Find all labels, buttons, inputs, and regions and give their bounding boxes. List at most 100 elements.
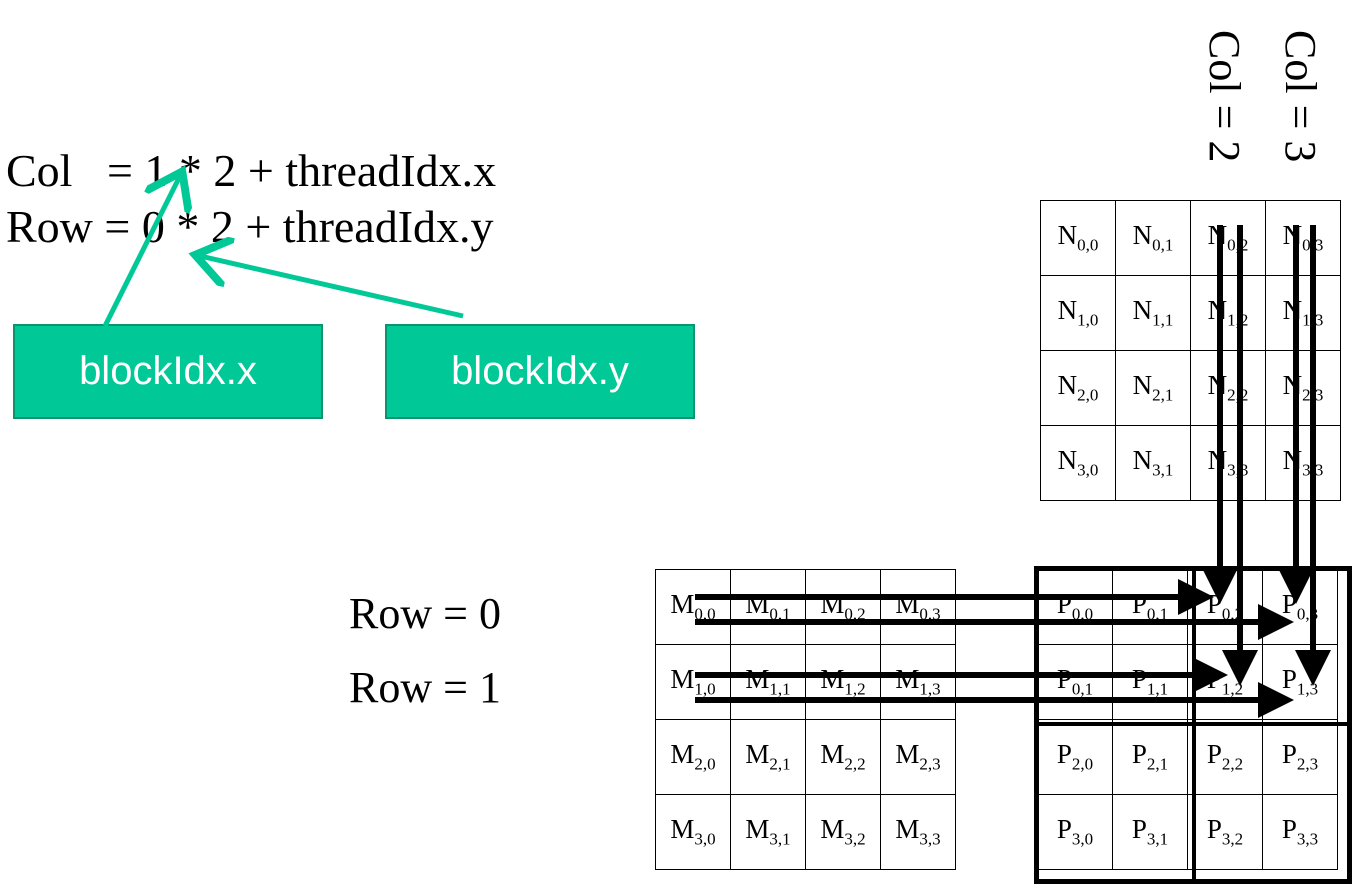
matrix-letter: M (670, 814, 695, 845)
matrix-n-cell: N2,2 (1190, 350, 1266, 426)
matrix-letter: N (1207, 445, 1228, 476)
matrix-letter: M (895, 739, 920, 770)
matrix-letter: N (1282, 220, 1303, 251)
matrix-m-cell: M0,0 (655, 569, 731, 645)
matrix-m-cell: M0,3 (880, 569, 956, 645)
matrix-p-cell: P3,3 (1262, 794, 1338, 870)
matrix-n-cell: N3,3 (1190, 425, 1266, 501)
matrix-letter: M (820, 814, 845, 845)
matrix-letter: N (1057, 370, 1078, 401)
matrix-index: 2,2 (844, 754, 866, 774)
matrix-letter: M (745, 589, 770, 620)
matrix-index: 2,3 (1302, 385, 1324, 405)
matrix-n-cell: N1,0 (1040, 275, 1116, 351)
matrix-index: 3,2 (1221, 829, 1244, 849)
matrix-index: 3,1 (769, 829, 791, 849)
matrix-index: 1,1 (1152, 310, 1174, 330)
matrix-n-cell: N3,3 (1265, 425, 1341, 501)
matrix-index: 2,2 (1221, 754, 1244, 774)
matrix-index: 0,3 (919, 604, 941, 624)
matrix-p-cell: P3,2 (1187, 794, 1263, 870)
matrix-index: 2,0 (1071, 754, 1094, 774)
matrix-index: 1,1 (769, 679, 791, 699)
matrix-index: 0,2 (844, 604, 866, 624)
matrix-letter: P (1131, 664, 1147, 695)
matrix-index: 3,3 (1302, 460, 1324, 480)
matrix-p-cell: P1,1 (1112, 644, 1188, 720)
matrix-letter: N (1057, 445, 1078, 476)
matrix-index: 2,1 (769, 754, 791, 774)
matrix-n-cell: N2,0 (1040, 350, 1116, 426)
matrix-p-cell: P3,1 (1112, 794, 1188, 870)
matrix-letter: M (820, 589, 845, 620)
matrix-m-cell: M2,0 (655, 719, 731, 795)
matrix-index: 0,2 (1221, 604, 1244, 624)
matrix-letter: P (1206, 739, 1222, 770)
matrix-letter: M (745, 814, 770, 845)
matrix-n-cell: N2,3 (1265, 350, 1341, 426)
matrix-n-cell: N0,3 (1265, 200, 1341, 276)
matrix-index: 3,0 (694, 829, 716, 849)
matrix-index: 3,0 (1077, 460, 1099, 480)
matrix-index: 2,1 (1152, 385, 1174, 405)
matrix-letter: N (1282, 445, 1303, 476)
matrix-index: 3,0 (1071, 829, 1094, 849)
matrix-index: 3,3 (1296, 829, 1319, 849)
matrix-letter: P (1206, 664, 1222, 695)
matrix-n-cell: N0,2 (1190, 200, 1266, 276)
matrix-letter: M (670, 589, 695, 620)
matrix-index: 1,0 (1077, 310, 1099, 330)
matrix-letter: N (1282, 295, 1303, 326)
matrix-index: 0,1 (1152, 235, 1174, 255)
matrix-index: 0,1 (1071, 679, 1094, 699)
matrix-letter: M (745, 739, 770, 770)
matrix-m-cell: M2,1 (730, 719, 806, 795)
matrix-index: 3,2 (844, 829, 866, 849)
matrix-p-cell: P0,3 (1262, 569, 1338, 645)
matrix-n-cell: N1,3 (1265, 275, 1341, 351)
matrix-letter: P (1056, 739, 1072, 770)
matrix-letter: M (820, 664, 845, 695)
matrix-index: 2,3 (919, 754, 941, 774)
matrix-p-cell: P0,0 (1037, 569, 1113, 645)
matrix-letter: N (1207, 220, 1228, 251)
matrix-n-cell: N1,1 (1115, 275, 1191, 351)
matrix-index: 2,0 (694, 754, 716, 774)
matrix-p-cell: P0,1 (1037, 644, 1113, 720)
matrix-letter: P (1131, 589, 1147, 620)
matrix-letter: M (670, 664, 695, 695)
matrix-m-cell: M3,2 (805, 794, 881, 870)
matrix-letter: M (745, 664, 770, 695)
matrix-index: 2,0 (1077, 385, 1099, 405)
matrix-index: 0,2 (1227, 235, 1249, 255)
matrix-index: 1,3 (919, 679, 941, 699)
matrix-letter: P (1281, 814, 1297, 845)
row-equation: Row = 0 * 2 + threadIdx.y (6, 201, 494, 252)
matrix-index: 2,1 (1146, 754, 1169, 774)
matrix-index: 0,3 (1296, 604, 1319, 624)
matrix-index: 1,2 (844, 679, 866, 699)
matrix-n-cell: N3,0 (1040, 425, 1116, 501)
blockidx-y-badge: blockIdx.y (385, 324, 695, 419)
matrix-index: 1,3 (1296, 679, 1319, 699)
matrix-n-cell: N3,1 (1115, 425, 1191, 501)
matrix-n-cell: N0,1 (1115, 200, 1191, 276)
matrix-letter: N (1132, 370, 1153, 401)
matrix-m-cell: M0,1 (730, 569, 806, 645)
matrix-index: 0,0 (694, 604, 716, 624)
matrix-n-cell: N2,1 (1115, 350, 1191, 426)
matrix-m-cell: M3,0 (655, 794, 731, 870)
matrix-m-cell: M2,2 (805, 719, 881, 795)
row-0-label: Row = 0 (349, 589, 501, 638)
matrix-n-cell: N0,0 (1040, 200, 1116, 276)
matrix-letter: N (1207, 370, 1228, 401)
matrix-p-cell: P0,2 (1187, 569, 1263, 645)
